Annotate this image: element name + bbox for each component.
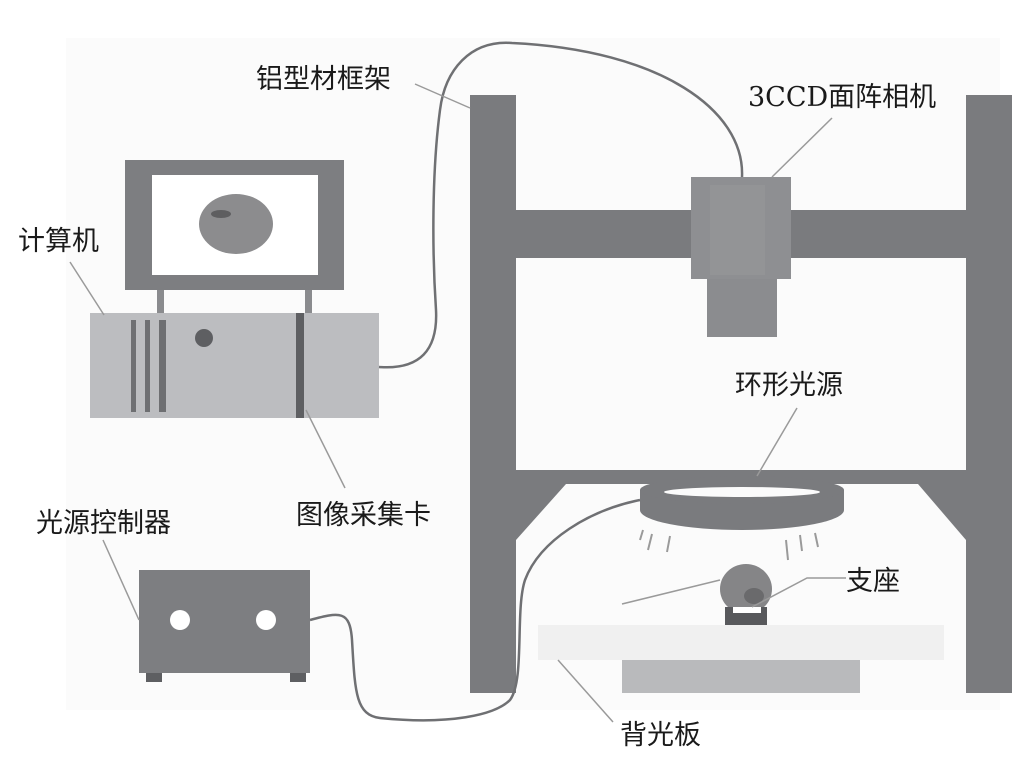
light-controller [139, 570, 310, 682]
case-vent [145, 320, 150, 412]
leader-ring-light [756, 407, 798, 477]
computer [90, 313, 379, 418]
case-vent [131, 320, 136, 412]
leader-computer [69, 261, 105, 316]
leader-capture-card [305, 409, 346, 489]
light-ray [814, 532, 819, 548]
light-ray [785, 539, 789, 561]
light-ray [799, 534, 803, 552]
power-button [195, 329, 213, 347]
frame-left-post [470, 95, 516, 693]
label-frame: 铝型材框架 [256, 64, 391, 95]
sample-on-support [720, 564, 772, 626]
controller-foot-right [290, 673, 306, 682]
monitor [125, 160, 344, 314]
label-backlight: 背光板 [620, 720, 701, 751]
leader-camera [771, 117, 833, 178]
camera-cable [378, 41, 744, 369]
computer-case [90, 313, 379, 418]
leader-frame [414, 83, 471, 109]
label-computer: 计算机 [18, 226, 99, 257]
camera-body-stripe [710, 185, 765, 275]
leader-backlight [557, 659, 614, 723]
fruit-image-spot [211, 210, 231, 218]
monitor-stand-right [305, 290, 312, 314]
fruit-sample [720, 564, 772, 614]
frame-right-post [966, 95, 1012, 693]
fruit-sample-spot [744, 588, 764, 604]
label-capture-card: 图像采集卡 [296, 500, 431, 531]
fruit-image-on-screen [199, 194, 273, 254]
ring-light [640, 470, 844, 530]
backlight-panel [538, 625, 944, 660]
controller-box [139, 570, 310, 673]
frame-right-brace [918, 484, 966, 540]
leader-fruit [621, 579, 721, 605]
leader-lines [69, 83, 846, 723]
support-stand-top [733, 607, 761, 613]
controller-knob-right [256, 610, 276, 630]
capture-card-slot [296, 313, 304, 418]
light-ray [639, 529, 644, 541]
controller-foot-left [146, 673, 162, 682]
leader-support [751, 577, 846, 608]
label-ring-light: 环形光源 [735, 370, 843, 401]
monitor-stand-left [157, 290, 164, 314]
backlight-base [622, 660, 860, 693]
leader-controller [102, 539, 140, 621]
label-support: 支座 [846, 566, 900, 597]
light-ray [666, 535, 671, 553]
frame-left-brace [516, 484, 566, 540]
camera-lens [707, 279, 777, 337]
case-vent [159, 320, 166, 412]
controller-knob-left [170, 610, 190, 630]
label-camera: 3CCD面阵相机 [748, 82, 937, 113]
label-light-controller: 光源控制器 [36, 508, 171, 539]
ring-light-cable [309, 498, 641, 722]
ccd-camera [691, 177, 791, 337]
light-rays [639, 529, 819, 561]
ring-light-opening [664, 487, 820, 497]
light-ray [647, 533, 653, 551]
cables [309, 41, 744, 722]
